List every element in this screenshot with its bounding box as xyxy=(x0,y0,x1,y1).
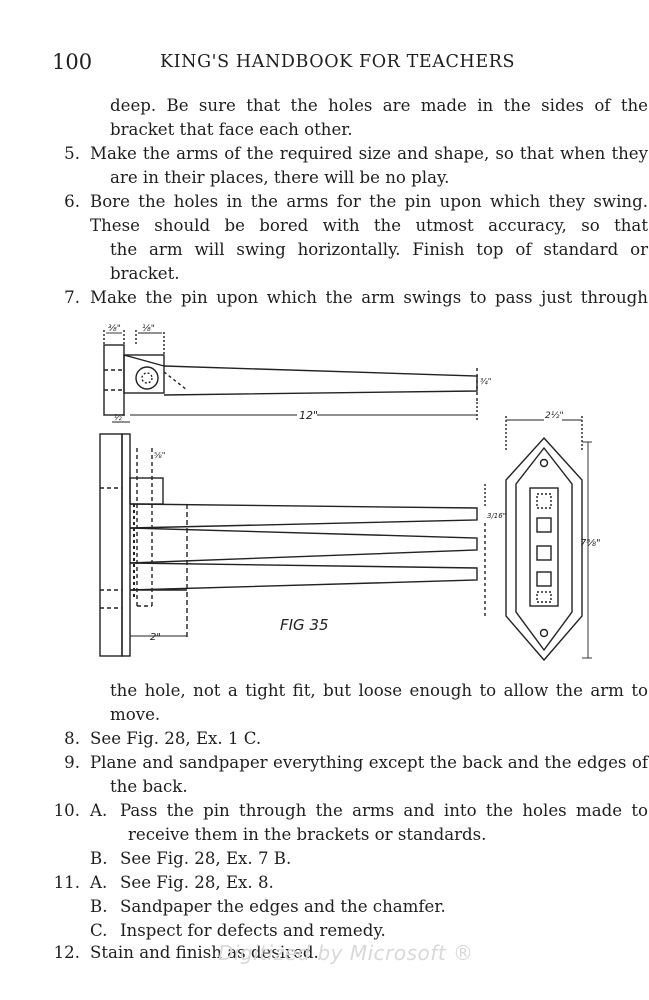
line-text: are in their places, there will be no pl… xyxy=(110,168,450,187)
dim-1-2: ½" xyxy=(114,413,125,422)
page-number: 100 xyxy=(52,50,93,74)
item-number: 5. xyxy=(64,144,80,163)
dim-2-1-2: 2½" xyxy=(545,411,564,421)
top-pin-circle xyxy=(135,366,159,390)
text-line: 9. Plane and sandpaper everything except … xyxy=(0,751,649,775)
line-text: Bore the holes in the arms for the pin u… xyxy=(90,192,648,211)
item-11a-label: A. xyxy=(90,873,108,892)
front-arm-1 xyxy=(129,503,478,529)
item-11c-label: C. xyxy=(90,921,108,940)
figure-35: 12" ⅜" ⅛" ¾" ½" 2" ⅝" xyxy=(92,318,602,670)
line-text: bracket. xyxy=(110,264,180,283)
running-head: KING'S HANDBOOK FOR TEACHERS xyxy=(160,52,516,72)
text-line: bracket that face each other. xyxy=(0,118,649,142)
item-12-number: 12. xyxy=(53,943,80,962)
dim-7-5-8: 7⅝" xyxy=(580,538,601,549)
line-text: See Fig. 28, Ex. 1 C. xyxy=(90,729,262,748)
bracket-top-block xyxy=(129,477,164,505)
dim-3-16: 3/16" xyxy=(487,512,506,520)
front-view: ½" 2" ⅝" 3/16" FIG 35 xyxy=(99,413,506,657)
dim-2: 2" xyxy=(150,632,161,643)
dim-12: 12" xyxy=(299,409,318,422)
top-arm xyxy=(163,365,478,396)
item-10a-label: A. xyxy=(90,801,108,820)
bracket-drawing: 12" ⅜" ⅛" ¾" ½" 2" ⅝" xyxy=(99,324,601,662)
figure-caption: FIG 35 xyxy=(280,616,329,634)
line-text: Make the pin upon which the arm swings t… xyxy=(90,288,648,307)
front-arm-2 xyxy=(129,527,478,564)
line-text: the hole, not a tight fit, but loose eno… xyxy=(110,681,648,700)
text-line: the back. xyxy=(0,775,649,799)
end-view: 2½" 7⅝" xyxy=(505,411,601,662)
end-hexagon-outer xyxy=(505,436,583,662)
item-10a-text: Pass the pin through the arms and into t… xyxy=(120,801,648,820)
item-number: 7. xyxy=(64,288,80,307)
text-line: 8. See Fig. 28, Ex. 1 C. xyxy=(0,727,649,751)
line-text: bracket that face each other. xyxy=(110,120,353,139)
top-bracket-block xyxy=(103,344,125,416)
page-header: 100 KING'S HANDBOOK FOR TEACHERS xyxy=(0,50,649,76)
line-text: Make the arms of the required size and s… xyxy=(90,144,648,163)
text-line: move. xyxy=(0,703,649,727)
dim-5-8: ⅝" xyxy=(154,451,165,460)
item-12-text: Stain and finish as desired. xyxy=(90,943,319,962)
item-11b-label: B. xyxy=(90,897,108,916)
front-back-board xyxy=(99,433,123,657)
line-text: the back. xyxy=(110,777,188,796)
item-11c-text: Inspect for defects and remedy. xyxy=(120,921,386,940)
end-arm-slot xyxy=(529,487,559,607)
text-line: These should be bored with the utmost ac… xyxy=(0,214,649,238)
text-line: are in their places, there will be no pl… xyxy=(0,166,649,190)
item-number: 9. xyxy=(64,753,80,772)
item-10a-continuation: receive them in the brackets or standard… xyxy=(128,825,487,844)
text-line: the arm will swing horizontally. Finish … xyxy=(0,238,649,262)
dim-3-4-top: ¾" xyxy=(480,377,491,386)
front-back-edge xyxy=(121,433,131,657)
top-arm-hub xyxy=(123,354,165,394)
line-text: These should be bored with the utmost ac… xyxy=(90,216,648,235)
item-11a-text: See Fig. 28, Ex. 8. xyxy=(120,873,274,892)
end-screw-bottom xyxy=(539,628,549,638)
line-text: the arm will swing horizontally. Finish … xyxy=(110,240,648,259)
item-10b-text: See Fig. 28, Ex. 7 B. xyxy=(120,849,292,868)
dim-3-8: ⅜" xyxy=(108,324,121,334)
end-hexagon-inner xyxy=(515,446,573,652)
text-line: 7. Make the pin upon which the arm swings… xyxy=(0,286,649,310)
text-line: deep. Be sure that the holes are made in… xyxy=(0,94,649,118)
line-text: Plane and sandpaper everything except th… xyxy=(90,753,648,772)
item-11-number: 11. xyxy=(53,873,80,892)
line-text: deep. Be sure that the holes are made in… xyxy=(110,96,648,115)
line-text: move. xyxy=(110,705,161,724)
item-11b-text: Sandpaper the edges and the chamfer. xyxy=(120,897,446,916)
text-line: 5. Make the arms of the required size and… xyxy=(0,142,649,166)
item-10-number: 10. xyxy=(53,801,80,820)
item-number: 8. xyxy=(64,729,80,748)
dim-1-8: ⅛" xyxy=(142,324,155,334)
text-line: bracket. xyxy=(0,262,649,286)
end-screw-top xyxy=(539,458,549,468)
front-arm-3 xyxy=(129,562,478,591)
text-line: 6. Bore the holes in the arms for the pin… xyxy=(0,190,649,214)
digitization-watermark: Digitized by Microsoft ® xyxy=(218,941,474,965)
top-view: 12" ⅜" ⅛" ¾" xyxy=(103,324,491,422)
text-line: the hole, not a tight fit, but loose eno… xyxy=(0,679,649,703)
item-10b-label: B. xyxy=(90,849,108,868)
item-number: 6. xyxy=(64,192,80,211)
